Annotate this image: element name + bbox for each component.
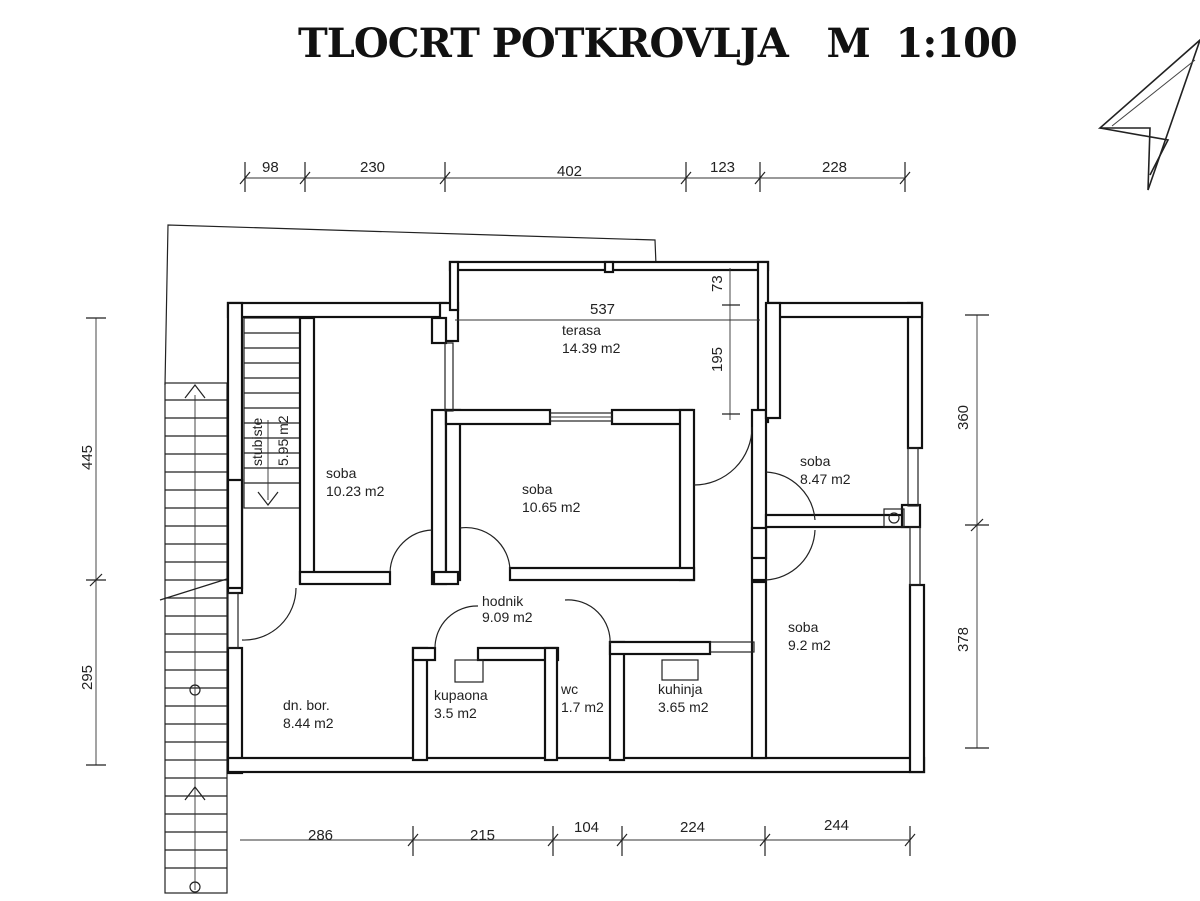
room-soba4-area: 9.2 m2 — [788, 637, 831, 653]
dim-bottom-5: 244 — [824, 817, 849, 834]
external-stair — [159, 382, 231, 894]
internal-stair — [243, 317, 301, 509]
room-stubiste-name: stubiste — [249, 418, 265, 466]
room-soba1-name: soba — [326, 465, 357, 481]
dim-top-4: 123 — [710, 159, 735, 176]
dim-left-1: 445 — [79, 445, 96, 470]
north-arrow-icon — [1097, 38, 1200, 191]
room-soba2-area: 10.65 m2 — [522, 499, 581, 515]
room-soba2-name: soba — [522, 481, 553, 497]
walls — [226, 260, 926, 775]
roof-outline — [164, 224, 657, 386]
room-wc-area: 1.7 m2 — [561, 699, 604, 715]
dimension-chain-bottom — [240, 826, 916, 856]
chimney-icon — [883, 508, 905, 528]
windows — [227, 342, 921, 683]
door-swings — [241, 426, 816, 649]
dim-terrace-width: 537 — [590, 301, 615, 318]
room-soba4-name: soba — [788, 619, 819, 635]
room-kupaona-name: kupaona — [434, 687, 488, 703]
dim-bottom-2: 215 — [470, 827, 495, 844]
dim-terrace-depth-a: 73 — [709, 275, 726, 292]
room-wc-name: wc — [560, 681, 578, 697]
room-dnbor-area: 8.44 m2 — [283, 715, 334, 731]
room-dnbor-name: dn. bor. — [283, 697, 330, 713]
dim-bottom-4: 224 — [680, 819, 705, 836]
dim-bottom-1: 286 — [308, 827, 333, 844]
room-soba3-name: soba — [800, 453, 831, 469]
room-kupaona-area: 3.5 m2 — [434, 705, 477, 721]
room-kuhinja-name: kuhinja — [658, 681, 703, 697]
dim-bottom-3: 104 — [574, 819, 599, 836]
plan-title: TLOCRT POTKROVLJA M 1:100 — [298, 20, 1017, 67]
room-hodnik-name: hodnik — [482, 593, 524, 609]
room-stubiste-area: 5.95 m2 — [275, 415, 291, 466]
terrace-dimensions — [455, 268, 760, 420]
room-soba3-area: 8.47 m2 — [800, 471, 851, 487]
dim-terrace-depth-b: 195 — [709, 347, 726, 372]
dim-right-1: 360 — [955, 405, 972, 430]
room-terasa-name: terasa — [562, 322, 601, 338]
dim-left-2: 295 — [79, 665, 96, 690]
room-hodnik-area: 9.09 m2 — [482, 609, 533, 625]
room-terasa-area: 14.39 m2 — [562, 340, 621, 356]
dimension-chain-top — [239, 162, 911, 192]
dimension-chain-left — [86, 317, 106, 766]
dim-top-3: 402 — [557, 163, 582, 180]
dim-top-1: 98 — [262, 159, 279, 176]
room-soba1-area: 10.23 m2 — [326, 483, 385, 499]
dimension-chain-right — [965, 314, 989, 749]
dim-top-2: 230 — [360, 159, 385, 176]
dim-right-2: 378 — [955, 627, 972, 652]
dim-top-5: 228 — [822, 159, 847, 176]
room-kuhinja-area: 3.65 m2 — [658, 699, 709, 715]
